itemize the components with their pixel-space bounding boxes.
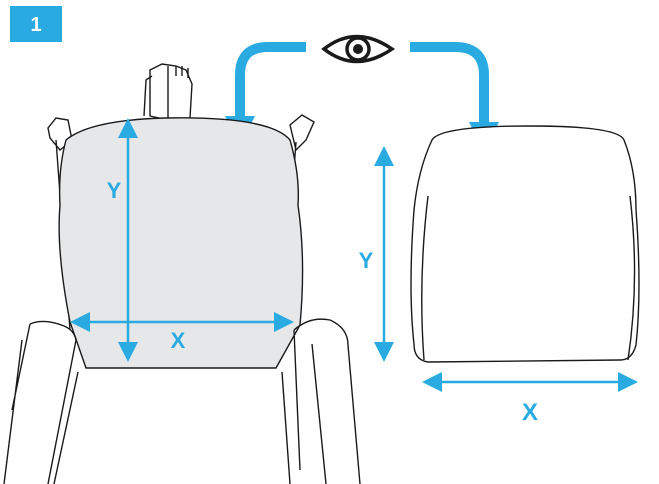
right-figure — [410, 125, 640, 363]
right-strut — [281, 371, 291, 484]
left-strut — [53, 371, 79, 484]
view-arrow-left — [235, 42, 306, 120]
headrest-mount — [143, 63, 193, 121]
standalone-cushion — [410, 125, 640, 363]
left-seat-pad — [3, 320, 77, 484]
left-figure — [3, 63, 361, 484]
right-x-label: X — [522, 399, 538, 426]
left-dimensions: Y X — [70, 118, 294, 362]
step-badge: 1 — [10, 6, 62, 42]
cushion-right-seam — [627, 195, 636, 361]
right-seat-pad — [293, 318, 361, 484]
right-y-label: Y — [359, 248, 374, 273]
right-dimensions: Y X — [359, 146, 638, 426]
left-x-label: X — [171, 328, 186, 353]
view-arrow-right — [410, 42, 489, 126]
step-badge-box — [10, 6, 62, 42]
cushion-left-seam — [421, 195, 429, 361]
left-y-label: Y — [107, 178, 122, 203]
step-number: 1 — [30, 14, 41, 36]
eye-icon — [321, 34, 396, 64]
